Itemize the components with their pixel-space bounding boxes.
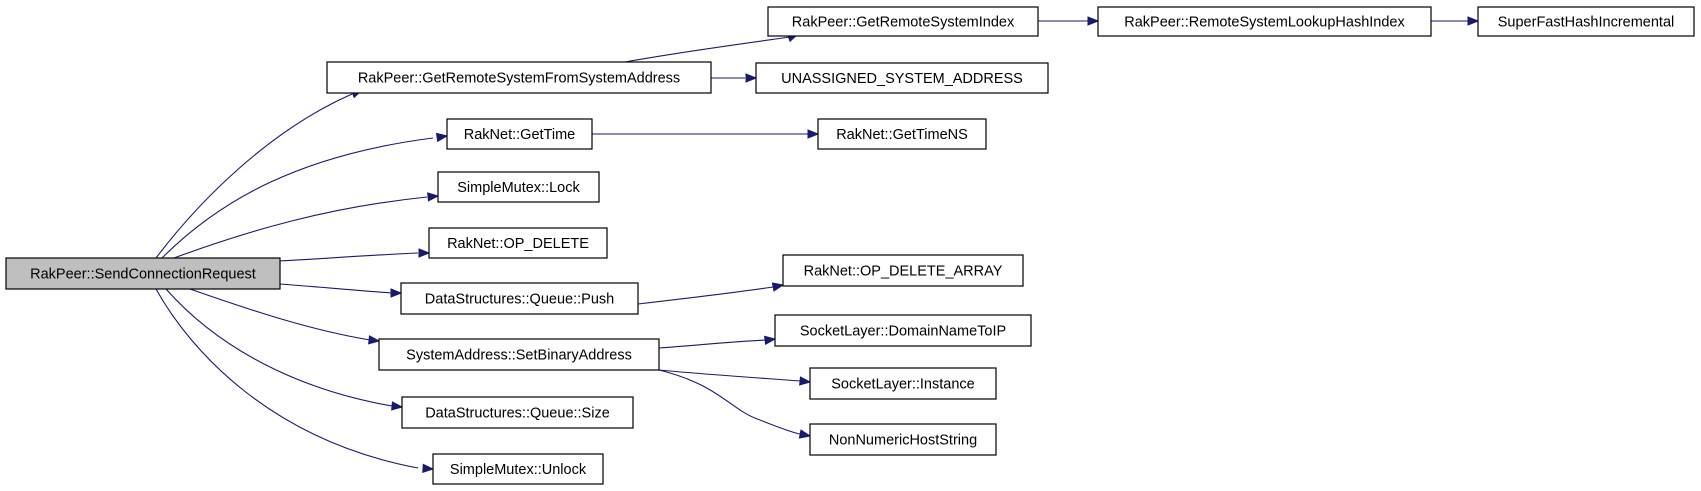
arrowhead (422, 463, 435, 474)
node-box (437, 171, 600, 203)
edge-root-to-getTime (161, 137, 434, 259)
node-label: NonNumericHostString (829, 433, 977, 449)
node-label: SimpleMutex::Unlock (450, 462, 587, 478)
node-opDelete[interactable]: RakNet::OP_DELETE (428, 227, 608, 259)
node-domainNameToIP[interactable]: SocketLayer::DomainNameToIP (774, 314, 1032, 347)
node-label: RakNet::GetTimeNS (836, 127, 968, 143)
arrowhead (391, 401, 404, 411)
arrowhead (807, 129, 820, 139)
node-label: DataStructures::Queue::Push (425, 292, 614, 308)
node-root[interactable]: RakPeer::SendConnectionRequest (5, 257, 281, 290)
node-getTime[interactable]: RakNet::GetTime (446, 118, 593, 150)
arrowhead (390, 288, 403, 298)
edge-root-to-lock (173, 196, 428, 259)
edge-root-to-unlock (155, 288, 419, 469)
edge-setBinaryAddress-to-nonNumericHostString (658, 369, 801, 435)
node-remoteSystemLookupHashIndex[interactable]: RakPeer::RemoteSystemLookupHashIndex (1097, 6, 1432, 37)
node-label: RakPeer::GetRemoteSystemIndex (792, 15, 1015, 31)
arrowhead (435, 132, 449, 143)
arrowhead (763, 335, 777, 346)
node-box (774, 314, 1032, 347)
edge-root-to-queuePush (279, 283, 393, 294)
node-label: UNASSIGNED_SYSTEM_ADDRESS (781, 71, 1023, 87)
arrowhead (427, 192, 440, 202)
node-box (378, 338, 660, 371)
edge-getRemoteSystemFromSystemAddress-to-getRemoteSystemIndex (624, 36, 791, 63)
node-box (782, 254, 1024, 287)
node-getTimeNS[interactable]: RakNet::GetTimeNS (817, 118, 987, 150)
node-nonNumericHostString[interactable]: NonNumericHostString (809, 423, 997, 456)
node-box (326, 61, 712, 94)
edge-setBinaryAddress-to-socketLayerInstance (658, 369, 801, 382)
arrowhead (771, 282, 785, 292)
nodes-layer: RakPeer::SendConnectionRequest RakPeer::G… (5, 6, 1695, 485)
node-opDeleteArray[interactable]: RakNet::OP_DELETE_ARRAY (782, 254, 1024, 287)
node-superFastHashIncremental[interactable]: SuperFastHashIncremental (1477, 6, 1695, 37)
node-lock[interactable]: SimpleMutex::Lock (437, 171, 600, 203)
node-label: SystemAddress::SetBinaryAddress (406, 348, 632, 364)
node-getRemoteSystemFromSystemAddress[interactable]: RakPeer::GetRemoteSystemFromSystemAddres… (326, 61, 712, 94)
arrowhead (418, 248, 431, 258)
node-label: RakPeer::GetRemoteSystemFromSystemAddres… (358, 71, 680, 87)
node-unassignedSystemAddress[interactable]: UNASSIGNED_SYSTEM_ADDRESS (755, 62, 1049, 94)
node-box (400, 282, 639, 315)
node-box (817, 118, 987, 150)
node-socketLayerInstance[interactable]: SocketLayer::Instance (809, 367, 997, 400)
node-queueSize[interactable]: DataStructures::Queue::Size (401, 396, 634, 429)
node-label: SocketLayer::Instance (831, 377, 974, 393)
node-label: SimpleMutex::Lock (457, 180, 580, 196)
node-box (755, 62, 1049, 94)
edge-root-to-queueSize (165, 288, 393, 407)
edge-root-to-opDelete (279, 252, 419, 262)
node-box (401, 396, 634, 429)
node-label: RakNet::OP_DELETE (447, 236, 589, 252)
edge-root-to-getRemoteSystemFromSystemAddress (155, 93, 353, 259)
node-label: RakPeer::SendConnectionRequest (30, 267, 256, 283)
edge-root-to-setBinaryAddress (189, 288, 371, 341)
node-box (432, 453, 604, 485)
arrowhead (799, 376, 812, 386)
arrowhead (798, 429, 812, 439)
node-label: RakNet::OP_DELETE_ARRAY (804, 264, 1003, 280)
node-label: SocketLayer::DomainNameToIP (800, 324, 1006, 340)
node-box (446, 118, 593, 150)
node-box (809, 367, 997, 400)
node-label: SuperFastHashIncremental (1498, 15, 1675, 31)
node-box (428, 227, 608, 259)
node-box (1097, 6, 1432, 37)
node-setBinaryAddress[interactable]: SystemAddress::SetBinaryAddress (378, 338, 660, 371)
node-label: RakNet::GetTime (464, 127, 575, 143)
arrowhead (368, 335, 381, 345)
node-queuePush[interactable]: DataStructures::Queue::Push (400, 282, 639, 315)
node-label: RakPeer::RemoteSystemLookupHashIndex (1124, 15, 1405, 31)
node-getRemoteSystemIndex[interactable]: RakPeer::GetRemoteSystemIndex (767, 6, 1039, 37)
node-unlock[interactable]: SimpleMutex::Unlock (432, 453, 604, 485)
node-box (1477, 6, 1695, 37)
edges-layer (155, 20, 1468, 469)
node-box (767, 6, 1039, 37)
edge-queuePush-to-opDeleteArray (637, 286, 774, 305)
node-label: DataStructures::Queue::Size (425, 406, 610, 422)
node-box (809, 423, 997, 456)
arrowhead (1087, 16, 1100, 26)
arrowhead (1467, 16, 1480, 26)
node-box (5, 257, 281, 290)
edge-setBinaryAddress-to-domainNameToIP (658, 339, 768, 349)
arrowhead (745, 73, 758, 83)
